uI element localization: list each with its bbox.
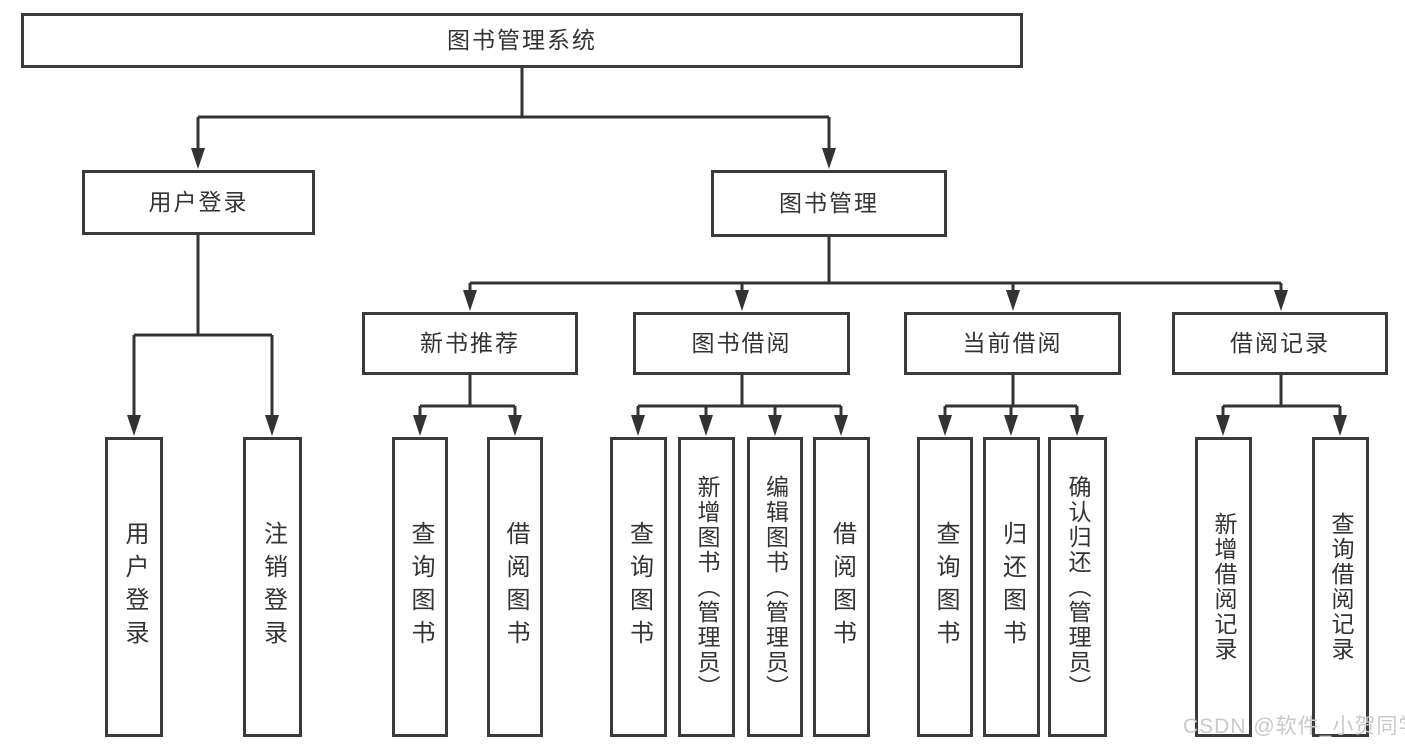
leaf-recommend-query-books: 查询图书 [392,437,448,737]
leaf-confirm-return-admin-label: 确认归还（管理员） [1065,474,1091,700]
leaf-recommend-query-books-label: 查询图书 [407,521,434,653]
leaf-logout-label: 注销登录 [259,521,287,653]
node-new-book-recommend: 新书推荐 [362,312,578,375]
csdn-watermark: CSDN @软件_小贺同学 [1183,715,1405,738]
leaf-confirm-return-admin: 确认归还（管理员） [1048,437,1107,737]
node-book-management-label: 图书管理 [779,190,879,216]
leaf-add-books-admin: 新增图书（管理员） [678,437,735,737]
node-borrow-record: 借阅记录 [1172,312,1388,375]
leaf-logout: 注销登录 [243,437,302,737]
node-user-login: 用户登录 [82,170,315,235]
leaf-user-login: 用户登录 [105,437,163,737]
node-book-borrow: 图书借阅 [633,312,850,375]
leaf-add-borrow-record: 新增借阅记录 [1195,437,1252,737]
leaf-query-borrow-record: 查询借阅记录 [1312,437,1369,737]
leaf-current-query-books-label: 查询图书 [932,521,959,653]
leaf-borrow-query-books-label: 查询图书 [625,521,653,653]
node-user-login-label: 用户登录 [148,189,249,215]
leaf-current-query-books: 查询图书 [917,437,973,737]
node-library-system: 图书管理系统 [21,13,1023,68]
leaf-edit-books-admin-label: 编辑图书（管理员） [762,474,789,700]
leaf-return-books: 归还图书 [983,437,1040,737]
leaf-query-borrow-record-label: 查询借阅记录 [1328,512,1354,662]
node-book-borrow-label: 图书借阅 [691,330,792,356]
leaf-borrow-books-label: 借阅图书 [828,521,856,653]
leaf-recommend-borrow-books-label: 借阅图书 [502,521,529,653]
node-current-borrow-label: 当前借阅 [962,330,1063,356]
node-current-borrow: 当前借阅 [904,312,1121,375]
leaf-add-borrow-record-label: 新增借阅记录 [1211,512,1237,662]
leaf-recommend-borrow-books: 借阅图书 [487,437,543,737]
leaf-edit-books-admin: 编辑图书（管理员） [747,437,803,737]
leaf-borrow-books: 借阅图书 [813,437,870,737]
arrowheads [127,148,1347,436]
connector-path [132,68,1342,420]
node-library-system-label: 图书管理系统 [447,27,597,53]
leaf-return-books-label: 归还图书 [998,521,1026,653]
node-borrow-record-label: 借阅记录 [1230,330,1330,356]
node-new-book-recommend-label: 新书推荐 [420,330,520,356]
leaf-user-login-label: 用户登录 [121,521,148,653]
leaf-add-books-admin-label: 新增图书（管理员） [694,474,720,700]
leaf-borrow-query-books: 查询图书 [610,437,667,737]
node-book-management: 图书管理 [711,170,947,237]
